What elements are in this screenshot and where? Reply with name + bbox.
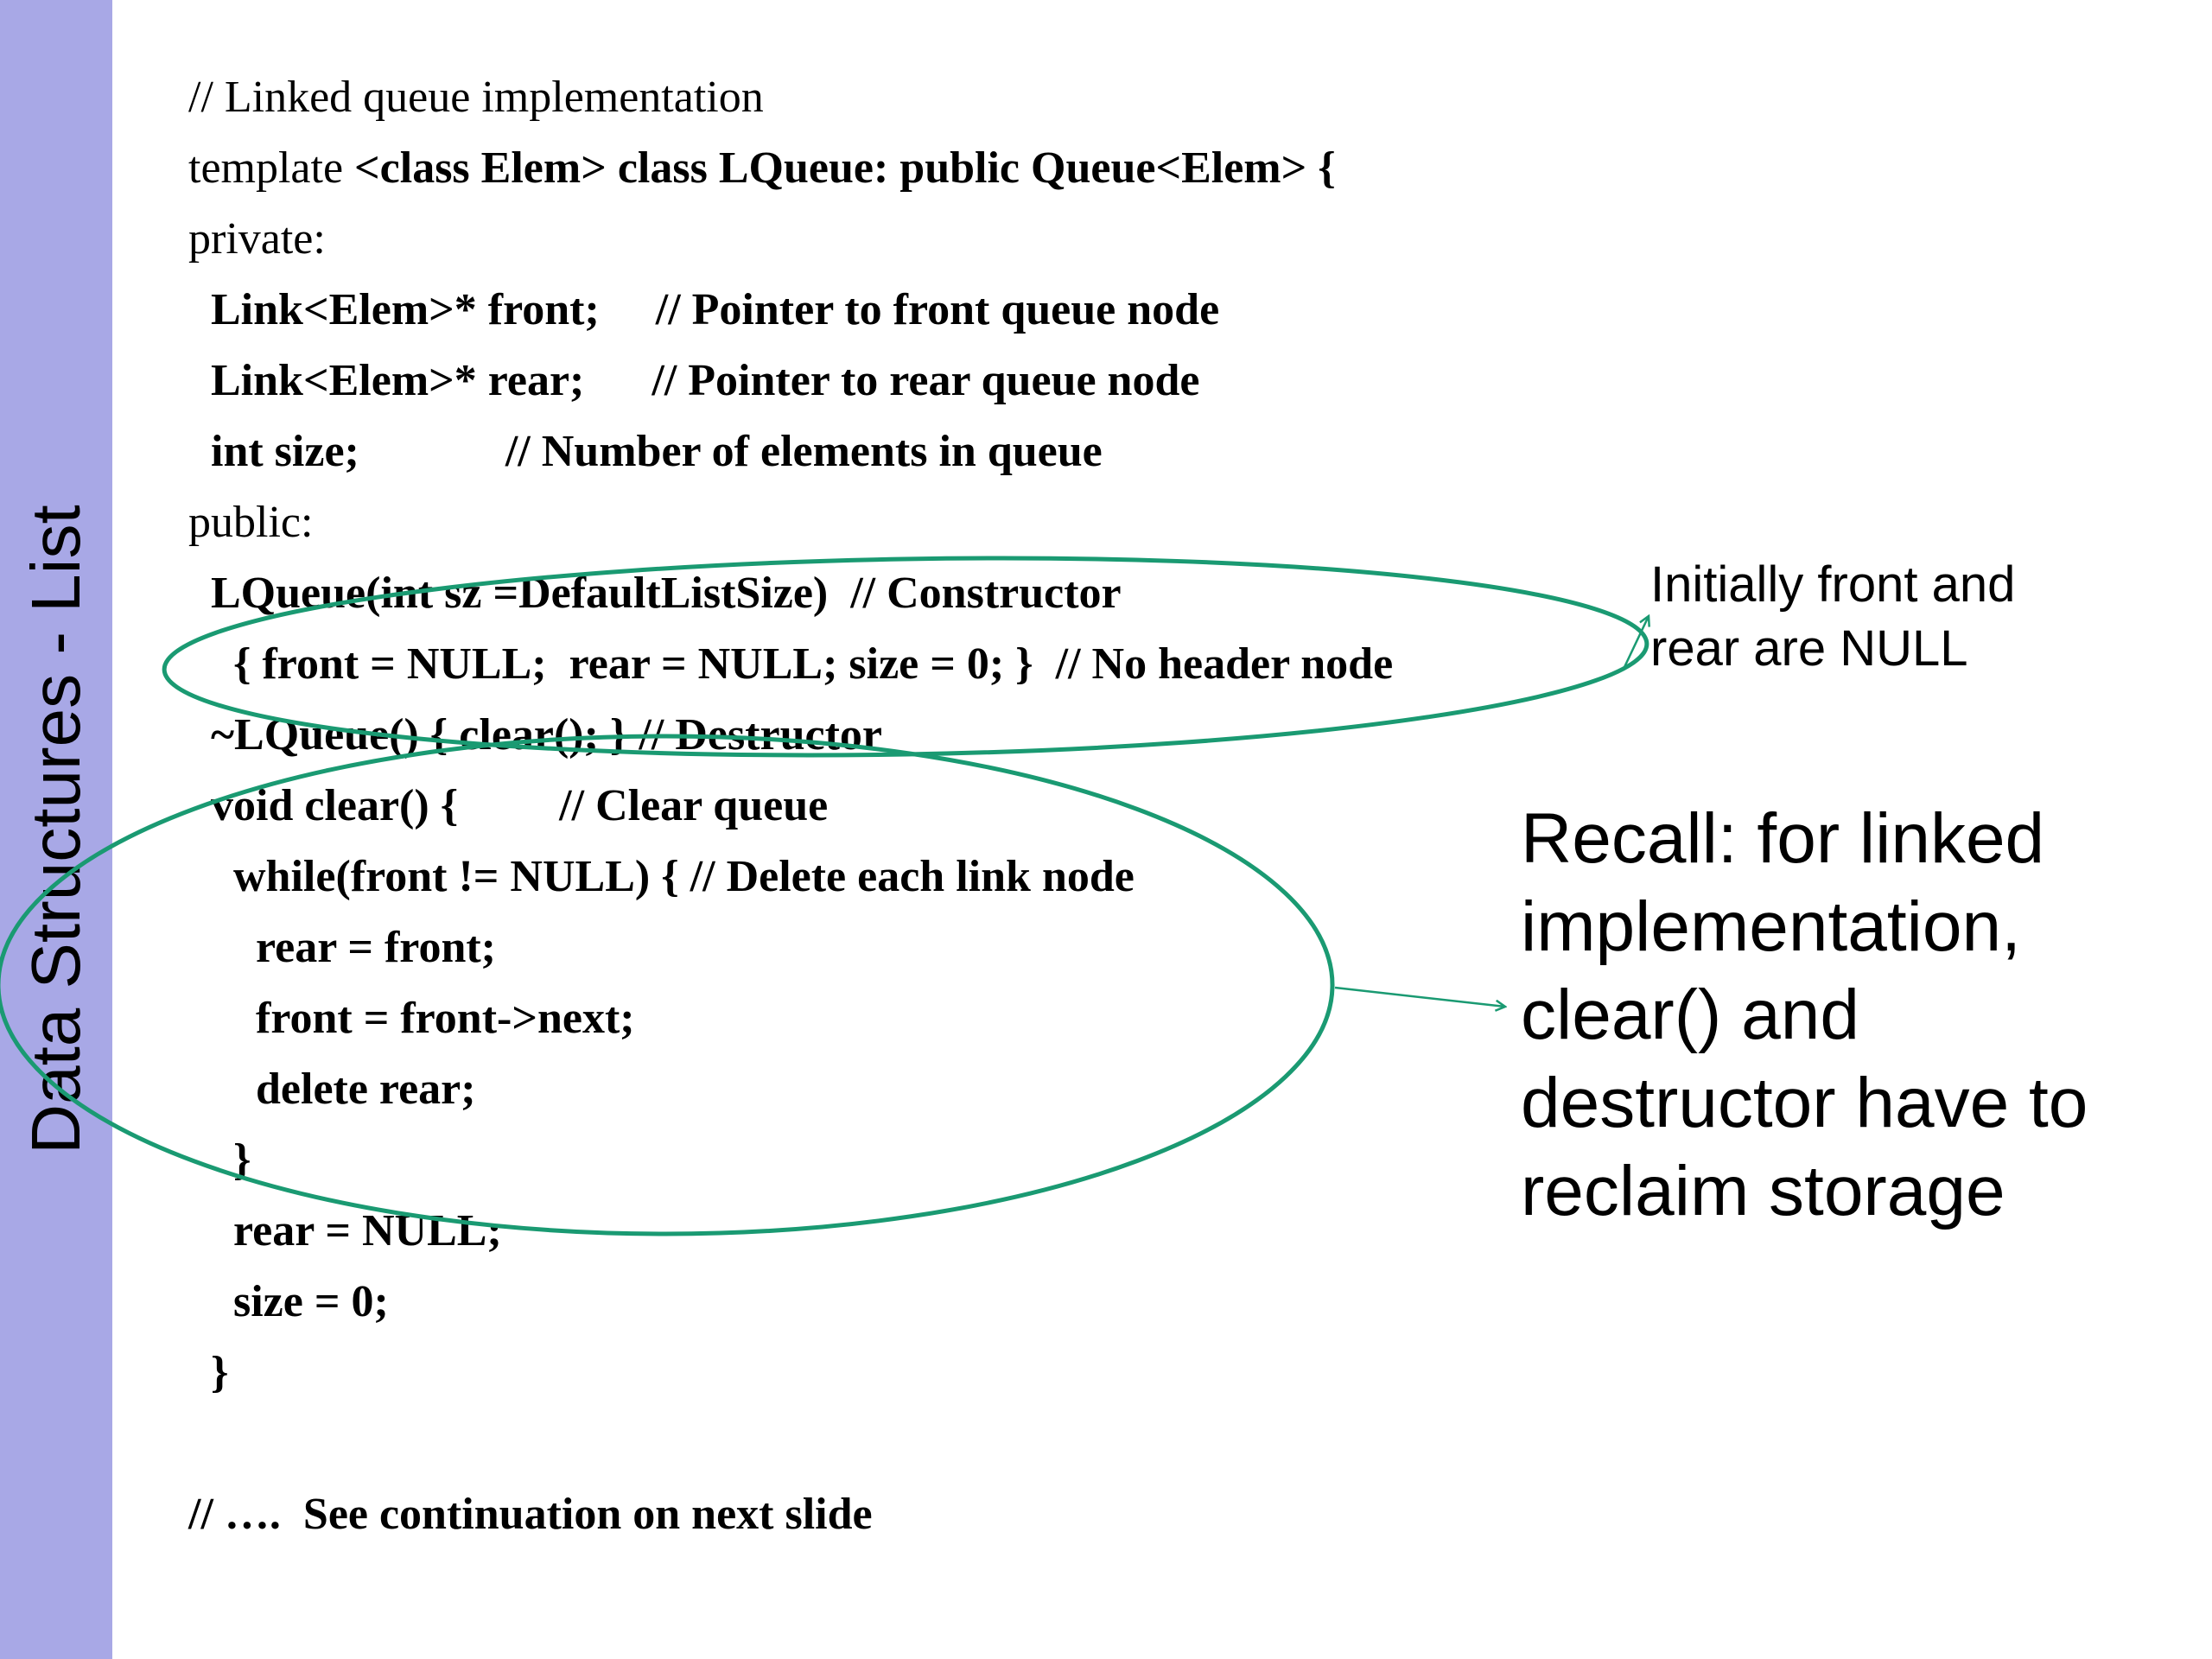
template-keyword: template [188,143,355,193]
code-line-while: while(front != NULL) { // Delete each li… [188,852,1135,901]
code-line-front-decl: Link<Elem>* front; // Pointer to front q… [188,285,1220,334]
code-line-front-assign: front = front->next; [188,994,635,1043]
code-line-private: private: [188,214,326,264]
code-line-ctor-decl: LQueue(int sz =DefaultListSize) // Const… [188,569,1122,618]
code-line-size-decl: int size; // Number of elements in queue [188,427,1103,476]
note-init-line-2: rear are NULL [1650,620,1968,677]
code-line-comment-title: // Linked queue implementation [188,73,764,122]
code-line-continuation: // …. See continuation on next slide [188,1490,873,1539]
template-declaration: <class Elem> class LQueue: public Queue<… [354,143,1336,193]
code-line-clear-close: } [188,1348,229,1397]
note-recall-line-4: destructor have to [1521,1064,2088,1142]
code-blank-line [188,1408,1657,1479]
note-recall-line-2: implementation, [1521,887,2021,966]
code-line-clear-decl: void clear() { // Clear queue [188,781,829,830]
code-line-rear-null: rear = NULL; [188,1206,502,1255]
note-initially-null: Initially front and rear are NULL [1650,553,2015,681]
note-init-line-1: Initially front and [1650,556,2016,613]
note-recall-line-3: clear() and [1521,976,1859,1054]
code-line-size-zero: size = 0; [188,1277,389,1326]
code-line-ctor-body: { front = NULL; rear = NULL; size = 0; }… [188,639,1394,689]
note-recall-line-1: Recall: for linked [1521,799,2045,878]
code-line-template: template <class Elem> class LQueue: publ… [188,133,1657,204]
code-line-dtor: ~LQueue() { clear(); } // Destructor [188,710,882,760]
note-recall-reclaim: Recall: for linked implementation, clear… [1521,795,2088,1236]
code-line-rear-decl: Link<Elem>* rear; // Pointer to rear que… [188,356,1200,405]
sidebar-title: Data Structures - List [17,505,94,1154]
sidebar-band: Data Structures - List [0,0,112,1659]
code-line-rear-assign: rear = front; [188,923,497,972]
code-block: // Linked queue implementation template … [188,62,1657,1550]
code-line-public: public: [188,498,314,547]
code-line-while-close: } [188,1135,251,1185]
note-recall-line-5: reclaim storage [1521,1152,2005,1230]
code-line-delete: delete rear; [188,1065,476,1114]
